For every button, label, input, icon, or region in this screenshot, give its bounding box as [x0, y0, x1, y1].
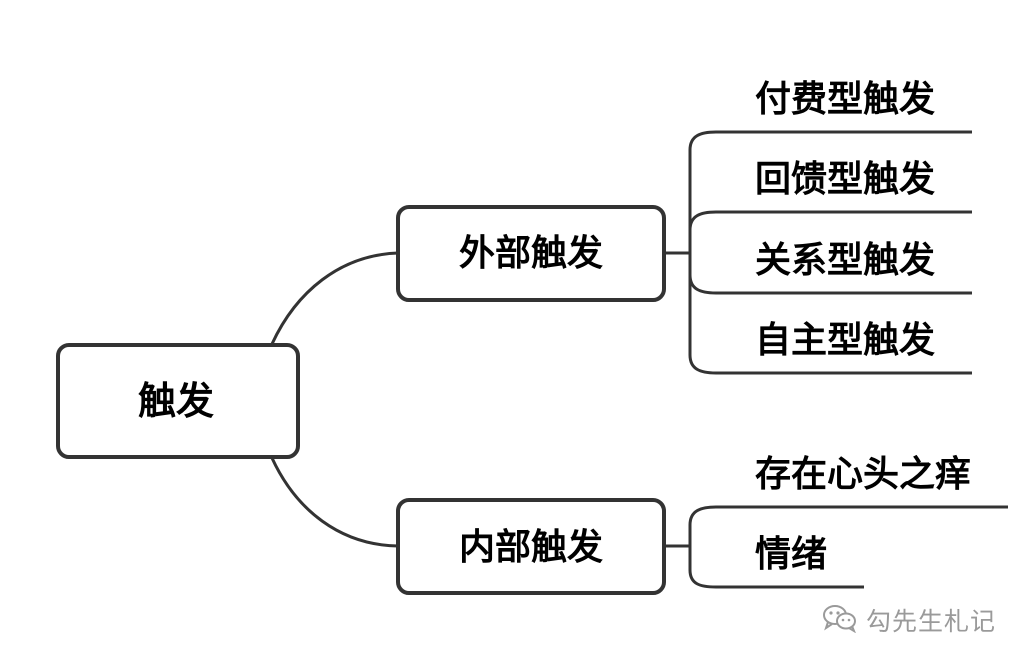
connector-internal-bracket: [688, 505, 717, 589]
root-node-box: [56, 343, 300, 459]
watermark: 勾先生札记: [822, 600, 996, 640]
leaf-itch-in-mind: 存在心头之痒: [755, 454, 971, 495]
root-node-label: 触发: [138, 379, 214, 423]
leaf-paid-trigger: 付费型触发: [755, 79, 935, 120]
leaf-emotion: 情绪: [755, 534, 827, 575]
external-node-box: [396, 205, 666, 302]
internal-node-label: 内部触发: [459, 527, 603, 568]
external-node-label: 外部触发: [459, 233, 603, 274]
connector-external-mid2: [688, 274, 717, 295]
wechat-icon: [822, 603, 858, 637]
connector-root-internal: [270, 457, 399, 548]
leaf-autonomous-trigger: 自主型触发: [755, 320, 935, 361]
leaf-feedback-trigger: 回馈型触发: [755, 159, 935, 200]
connector-external-bracket: [688, 130, 717, 375]
watermark-text: 勾先生札记: [866, 607, 997, 636]
internal-node-box: [396, 498, 666, 595]
leaf-relationship-trigger: 关系型触发: [755, 240, 935, 281]
connector-root-external: [270, 251, 399, 345]
connector-external-mid1: [688, 210, 717, 231]
